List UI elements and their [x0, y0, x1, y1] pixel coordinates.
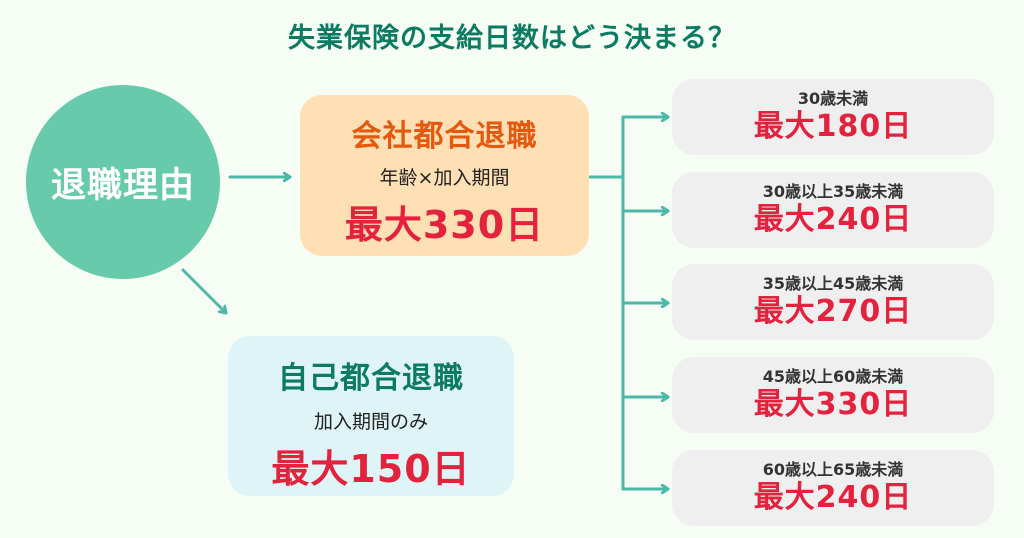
age-bracket-max-days: 最大240日 — [753, 480, 913, 515]
age-bracket-label: 45歳以上60歳未満 — [762, 367, 904, 386]
self-reason-heading: 自己都合退職 — [278, 361, 464, 396]
retirement-reason-label: 退職理由 — [50, 165, 195, 206]
company-reason-max-days: 最大330日 — [344, 203, 545, 247]
self-reason-sub: 加入期間のみ — [313, 411, 428, 433]
age-bracket-box: 30歳未満 最大180日 — [672, 79, 994, 155]
age-bracket-label: 35歳以上45歳未満 — [762, 274, 904, 293]
age-bracket-label: 60歳以上65歳未満 — [762, 460, 904, 479]
age-bracket-max-days: 最大270日 — [753, 294, 913, 329]
age-bracket-box: 30歳以上35歳未満 最大240日 — [672, 172, 994, 248]
age-bracket-max-days: 最大330日 — [753, 387, 913, 422]
age-bracket-label: 30歳未満 — [797, 89, 869, 108]
age-bracket-max-days: 最大180日 — [753, 109, 913, 144]
company-reason-sub: 年齢×加入期間 — [379, 167, 510, 189]
retirement-reason-node: 退職理由 — [26, 85, 220, 279]
company-reason-box: 会社都合退職 年齢×加入期間 最大330日 — [300, 95, 589, 256]
age-bracket-box: 60歳以上65歳未満 最大240日 — [672, 450, 994, 526]
self-reason-box: 自己都合退職 加入期間のみ 最大150日 — [228, 336, 514, 496]
age-bracket-label: 30歳以上35歳未満 — [762, 182, 904, 201]
age-bracket-box: 45歳以上60歳未満 最大330日 — [672, 357, 994, 433]
self-reason-max-days: 最大150日 — [271, 447, 471, 491]
diagram-title: 失業保険の支給日数はどう決まる？ — [288, 23, 736, 54]
arrow-to-self — [181, 268, 228, 315]
company-reason-heading: 会社都合退職 — [351, 119, 538, 154]
age-bracket-box: 35歳以上45歳未満 最大270日 — [672, 264, 994, 340]
age-bracket-max-days: 最大240日 — [753, 202, 913, 237]
